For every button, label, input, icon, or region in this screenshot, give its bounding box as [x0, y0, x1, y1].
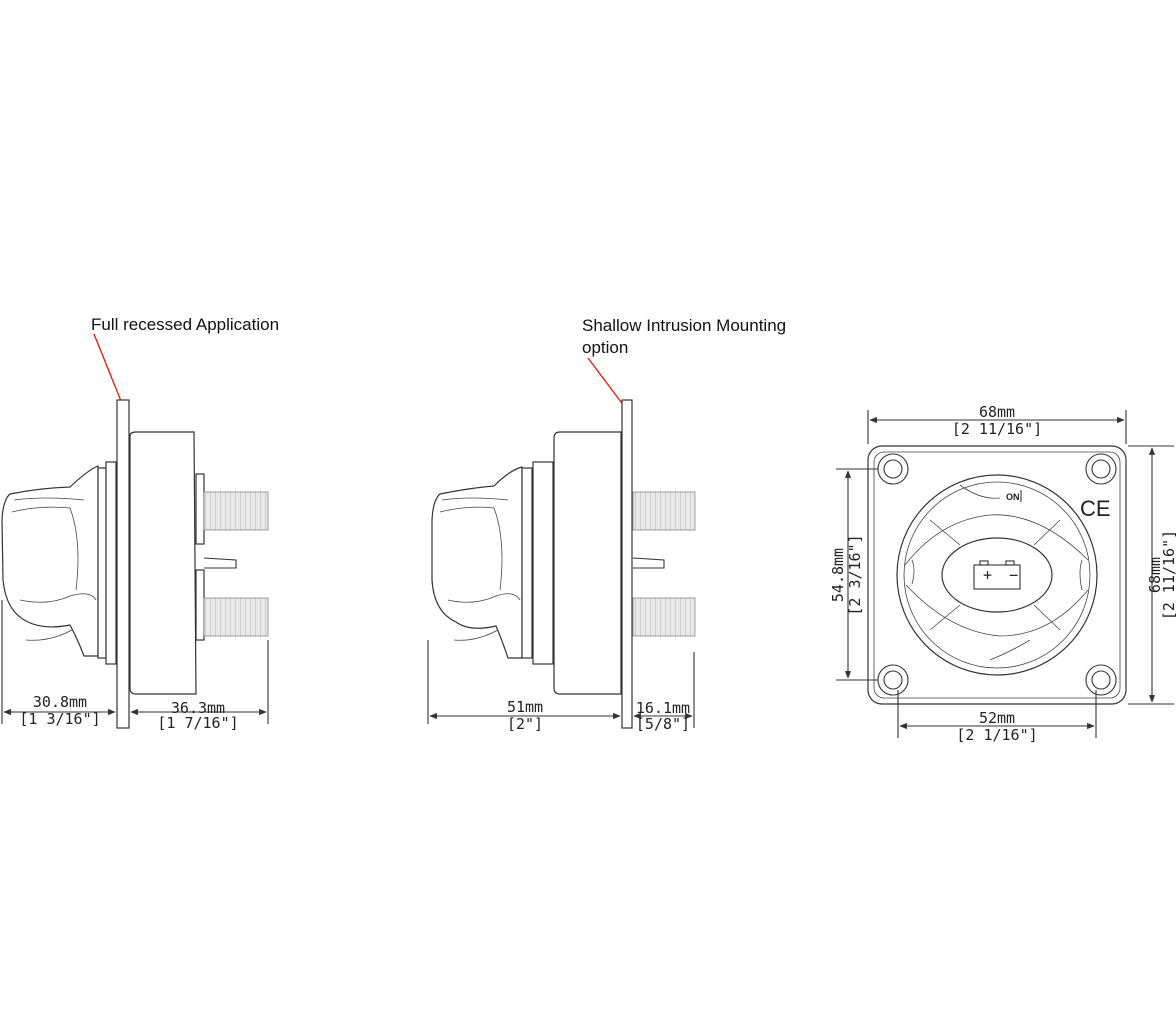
dim-bottom-mm: 52mm	[979, 709, 1015, 727]
callout-shallow-line1: Shallow Intrusion Mounting	[582, 316, 786, 335]
threaded-stud-upper-middle	[632, 491, 696, 531]
dim-left-in: [2 3/16"]	[846, 534, 864, 615]
dim-left-mm: 54.8mm	[829, 548, 847, 602]
battery-icon: + −	[973, 560, 1021, 590]
knob-left	[1, 465, 99, 657]
dim-stud-in-left: [1 7/16"]	[157, 714, 238, 732]
knob-middle	[431, 466, 523, 659]
dim-stud-in-middle: [5/8"]	[636, 715, 690, 733]
rotary-knob-front	[896, 474, 1098, 676]
housing-left	[129, 431, 197, 695]
dim-depth-in-left: [1 3/16"]	[19, 710, 100, 728]
dim-right-mm: 68mm	[1146, 557, 1164, 593]
panel-left	[116, 399, 130, 729]
side-view-shallow-intrusion: Shallow Intrusion Mounting option 51mm […	[427, 316, 786, 733]
dim-top-in: [2 11/16"]	[952, 420, 1042, 438]
on-indicator: ON	[1006, 492, 1020, 502]
dim-top-mm: 68mm	[979, 403, 1015, 421]
dim-depth-mm-middle: 51mm	[507, 698, 543, 716]
panel-middle	[621, 399, 633, 729]
leader-line-middle	[587, 357, 625, 407]
callout-shallow-line2: option	[582, 338, 628, 357]
dim-depth-in-middle: [2"]	[507, 715, 543, 733]
dim-stud-mm-left: 36.3mm	[171, 699, 225, 717]
ce-mark: CE	[1080, 496, 1111, 521]
front-view: + − ON CE 68mm [2 11/16"] 54.8mm [2 3/16…	[829, 403, 1176, 744]
dim-stud-mm-middle: 16.1mm	[636, 699, 690, 717]
dim-depth-mm-left: 30.8mm	[33, 693, 87, 711]
mounting-holes	[877, 453, 1117, 696]
threaded-stud-upper-left	[203, 491, 269, 531]
battery-plus: +	[983, 566, 992, 584]
threaded-stud-lower-middle	[632, 597, 696, 637]
callout-full-recessed: Full recessed Application	[91, 315, 279, 334]
battery-minus: −	[1009, 566, 1018, 584]
housing-middle	[553, 431, 622, 695]
side-view-full-recessed: Full recessed Application 30.8mm [1 3/16…	[1, 315, 279, 732]
leader-line-left	[93, 333, 124, 407]
threaded-stud-lower-left	[203, 597, 269, 637]
dim-right-in: [2 11/16"]	[1160, 530, 1176, 620]
dim-bottom-in: [2 1/16"]	[956, 726, 1037, 744]
